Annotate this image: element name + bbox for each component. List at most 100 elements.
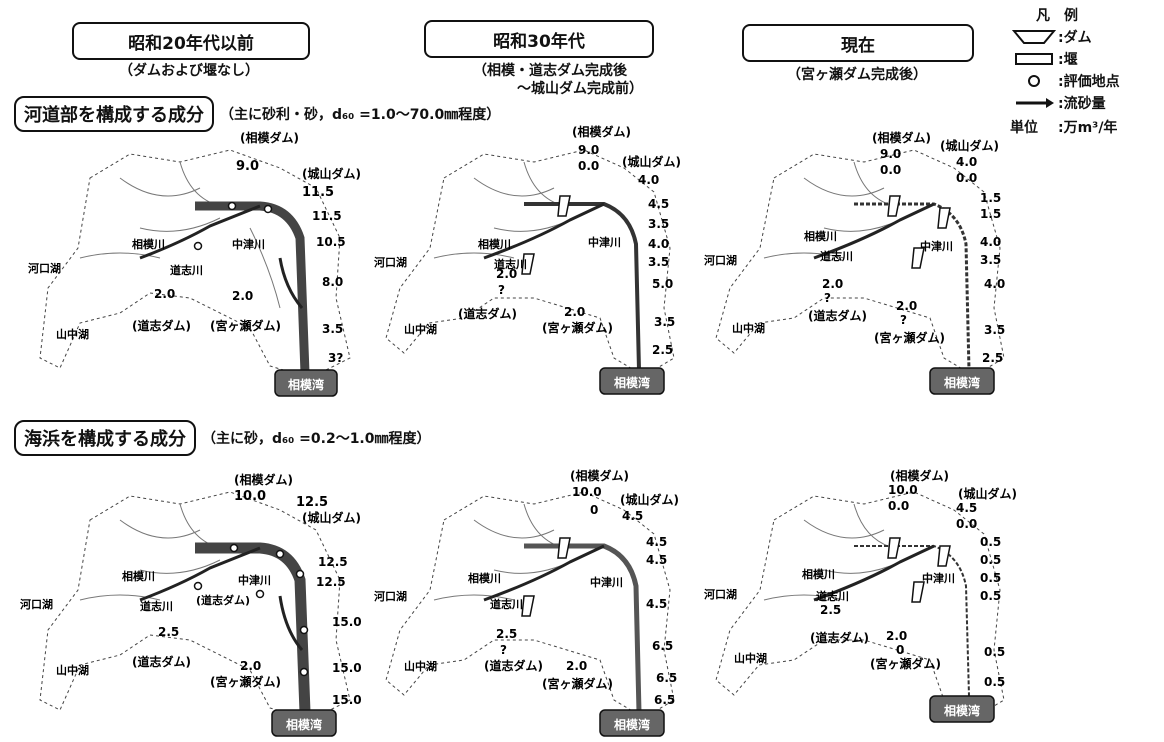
value-label: 4.5 bbox=[956, 501, 977, 515]
value-label: 15.0 bbox=[332, 615, 362, 629]
lake-label: 山中湖 bbox=[732, 321, 765, 335]
value-label: 3.5 bbox=[648, 255, 669, 269]
dam-label: (宮ヶ瀬ダム) bbox=[870, 656, 941, 671]
value-label: ? bbox=[498, 283, 505, 297]
legend-item-dam: :ダム bbox=[1010, 28, 1092, 46]
dam-label: (宮ヶ瀬ダム) bbox=[210, 318, 281, 333]
lake-label: 山中湖 bbox=[734, 651, 767, 665]
bay-label: 相模湾 bbox=[944, 375, 980, 390]
value-label: 0.0 bbox=[956, 171, 977, 185]
section-heading-beach: 海浜を構成する成分 （主に砂，d₆₀ =0.2〜1.0㎜程度） bbox=[14, 420, 431, 456]
river-label: 道志川 bbox=[140, 599, 173, 613]
value-label: 2.0 bbox=[154, 287, 175, 301]
value-label: 11.5 bbox=[312, 209, 342, 223]
sediment-map-6: 相模湾 (相模ダム) 10.0 0.0 (城山ダム) 4.5 0.0 0.5 0… bbox=[704, 468, 1017, 723]
value-label: 2.0 bbox=[566, 659, 587, 673]
river-label: 中津川 bbox=[590, 575, 623, 589]
dam-label: (相模ダム) bbox=[890, 468, 949, 483]
section-title: 河道部を構成する成分 bbox=[14, 96, 214, 132]
dam-label: (道志ダム) bbox=[484, 658, 543, 673]
dam-label: (城山ダム) bbox=[302, 510, 361, 525]
sediment-map-1: 相模湾 (相模ダム) (城山ダム) 9.0 11.5 11.5 10.5 8.0… bbox=[28, 130, 361, 397]
value-label: 2.0 bbox=[232, 289, 253, 303]
value-label: 2.0 bbox=[240, 659, 261, 673]
value-label: 12.5 bbox=[316, 575, 346, 589]
weir-icon bbox=[1010, 50, 1058, 68]
legend-item-weir: :堰 bbox=[1010, 50, 1078, 68]
dam-label: (城山ダム) bbox=[622, 154, 681, 169]
value-label: 0.0 bbox=[956, 517, 977, 531]
value-label: 0.0 bbox=[888, 499, 909, 513]
value-label: 8.0 bbox=[322, 275, 343, 289]
river-label: 中津川 bbox=[920, 239, 953, 253]
dam-icon bbox=[1010, 28, 1058, 46]
value-label: 5.0 bbox=[652, 277, 673, 291]
lake-label: 山中湖 bbox=[404, 322, 437, 336]
period-box-2: 昭和30年代 bbox=[424, 20, 654, 58]
bay-label: 相模湾 bbox=[288, 377, 324, 392]
value-label: 12.5 bbox=[296, 495, 328, 510]
value-label: 15.0 bbox=[332, 661, 362, 675]
value-label: 3.5 bbox=[980, 253, 1001, 267]
value-label: 2.5 bbox=[820, 603, 841, 617]
sediment-map-4: 相模湾 (相模ダム) 10.0 (城山ダム) 12.5 12.5 12.5 15… bbox=[20, 472, 362, 737]
value-label: 0 bbox=[590, 503, 598, 517]
period-note-3: （宮ヶ瀬ダム完成後） bbox=[787, 67, 927, 83]
lake-label: 河口湖 bbox=[28, 261, 61, 275]
river-label: 道志川 bbox=[820, 249, 853, 263]
river-label: 相模川 bbox=[132, 237, 165, 251]
value-label: 4.0 bbox=[638, 173, 659, 187]
value-label: 0.5 bbox=[980, 589, 1001, 603]
period-box-1: 昭和20年代以前 bbox=[72, 22, 310, 60]
lake-label: 河口湖 bbox=[704, 253, 737, 267]
dam-label: (道志ダム) bbox=[132, 318, 191, 333]
value-label: 4.5 bbox=[646, 535, 667, 549]
legend-title: 凡 例 bbox=[1036, 8, 1078, 24]
value-label: 9.0 bbox=[880, 147, 901, 161]
sediment-map-3: 相模湾 (相模ダム) 9.0 0.0 (城山ダム) 4.0 0.0 1.5 1.… bbox=[704, 130, 1005, 395]
dam-label: (道志ダム) bbox=[808, 308, 867, 323]
value-label: ? bbox=[824, 291, 831, 305]
value-label: 4.0 bbox=[648, 237, 669, 251]
river-label: 中津川 bbox=[232, 237, 265, 251]
dam-label: (道志ダム) bbox=[458, 306, 517, 321]
lake-label: 河口湖 bbox=[704, 587, 737, 601]
value-label: 4.5 bbox=[622, 509, 643, 523]
dam-label: (宮ヶ瀬ダム) bbox=[210, 674, 281, 689]
lake-label: 山中湖 bbox=[56, 327, 89, 341]
value-label: 2.0 bbox=[896, 299, 917, 313]
legend-unit: 単位 :万m³/年 bbox=[1010, 120, 1118, 136]
lake-label: 山中湖 bbox=[404, 659, 437, 673]
value-label: 1.5 bbox=[980, 207, 1001, 221]
value-label: 0.5 bbox=[980, 571, 1001, 585]
dam-label: (道志ダム) bbox=[196, 593, 250, 607]
value-label: 10.0 bbox=[572, 485, 602, 499]
value-label: 2.5 bbox=[982, 351, 1003, 365]
river-label: 道志川 bbox=[816, 589, 849, 603]
dam-label: (城山ダム) bbox=[302, 166, 361, 181]
dam-label: (城山ダム) bbox=[958, 486, 1017, 501]
section-title: 海浜を構成する成分 bbox=[14, 420, 196, 456]
bay-label: 相模湾 bbox=[614, 375, 650, 390]
value-label: 3? bbox=[328, 351, 343, 365]
dam-label: (相模ダム) bbox=[872, 130, 931, 145]
section-heading-riverbed: 河道部を構成する成分 （主に砂利・砂，d₆₀ =1.0〜70.0㎜程度） bbox=[14, 96, 500, 132]
value-label: 2.5 bbox=[496, 627, 517, 641]
value-label: 3.5 bbox=[984, 323, 1005, 337]
value-label: 2.0 bbox=[564, 305, 585, 319]
value-label: 9.0 bbox=[578, 143, 599, 157]
dam-label: (相模ダム) bbox=[572, 124, 631, 139]
value-label: 0.0 bbox=[880, 163, 901, 177]
river-label: 中津川 bbox=[588, 235, 621, 249]
period-note-2: （相模・道志ダム完成後 〜城山ダム完成前） bbox=[473, 63, 643, 97]
value-label: 6.5 bbox=[652, 639, 673, 653]
period-label: 昭和30年代 bbox=[493, 31, 585, 52]
lake-label: 山中湖 bbox=[56, 663, 89, 677]
dam-label: (相模ダム) bbox=[570, 468, 629, 483]
dam-label: (宮ヶ瀬ダム) bbox=[542, 676, 613, 691]
river-label: 相模川 bbox=[468, 571, 501, 585]
dam-label: (道志ダム) bbox=[132, 654, 191, 669]
river-label: 道志川 bbox=[494, 257, 527, 271]
value-label: 0.5 bbox=[984, 645, 1005, 659]
period-box-3: 現在 bbox=[742, 24, 974, 62]
